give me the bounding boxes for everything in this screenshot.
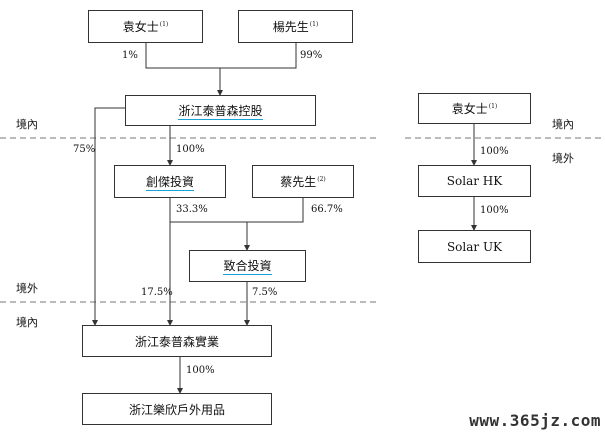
pct-yuan-to-solar-hk: 100% <box>480 146 509 157</box>
entity-holdings-name: 浙江泰普森控股 <box>178 103 263 120</box>
edge-yang-to-holdings <box>220 43 297 69</box>
edge-holdings-to-industry <box>92 107 125 326</box>
pct-zhihe-to-industry: 7.5% <box>252 287 278 298</box>
pct-industry-to-lexin: 100% <box>186 365 215 376</box>
entity-chuangjie-name: 創傑投資 <box>145 174 194 191</box>
pct-holdings-to-chuangjie: 100% <box>176 144 205 155</box>
entity-yuan-top-name: 袁女士(1) <box>122 20 169 34</box>
zone-label-domestic-left-bottom: 境內 <box>16 316 38 329</box>
entity-yang-name: 楊先生(1) <box>272 20 319 34</box>
entity-industry-name: 浙江泰普森實業 <box>134 334 219 349</box>
zone-label-foreign-right: 境外 <box>552 152 574 165</box>
entity-lexin-name: 浙江樂欣戶外用品 <box>128 402 225 417</box>
entity-solar-uk: Solar UK <box>418 230 531 263</box>
entity-zhejiang-taipu-industry: 浙江泰普森實業 <box>82 325 272 357</box>
edge-cai-to-zhihe <box>247 198 304 223</box>
entity-solar-hk-name: Solar HK <box>446 174 503 188</box>
entity-zhejiang-taipu-holdings: 浙江泰普森控股 <box>125 95 316 126</box>
watermark: www.365jz.com <box>469 411 601 430</box>
zone-label-domestic-left-top: 境內 <box>16 118 38 131</box>
entity-solar-uk-name: Solar UK <box>446 239 503 254</box>
entity-solar-hk: Solar HK <box>418 165 531 197</box>
edge-yuan-to-holdings <box>145 43 220 69</box>
entity-yuan-right-name: 袁女士(1) <box>451 102 498 116</box>
entity-yuan-right: 袁女士(1) <box>418 93 531 124</box>
entity-cai-name: 蔡先生(2) <box>280 175 326 189</box>
entity-zhejiang-lexin: 浙江樂欣戶外用品 <box>82 393 272 425</box>
entity-zhihe: 致合投資 <box>189 250 306 282</box>
pct-holdings-to-industry: 75% <box>73 144 96 155</box>
pct-yuan-to-holdings: 1% <box>122 50 138 61</box>
zone-label-domestic-right: 境內 <box>552 118 574 131</box>
entity-yuan-top: 袁女士(1) <box>88 10 203 43</box>
entity-chuangjie: 創傑投資 <box>114 165 226 198</box>
pct-cai-to-zhihe: 66.7% <box>311 204 343 215</box>
entity-cai: 蔡先生(2) <box>252 165 354 198</box>
pct-chuangjie-to-industry: 17.5% <box>141 287 173 298</box>
entity-yang: 楊先生(1) <box>238 10 353 43</box>
entity-zhihe-name: 致合投資 <box>223 259 272 275</box>
pct-solarhk-to-solaruk: 100% <box>480 205 509 216</box>
zone-label-foreign-left: 境外 <box>16 282 38 295</box>
pct-chuangjie-to-zhihe: 33.3% <box>176 204 208 215</box>
pct-yang-to-holdings: 99% <box>300 50 323 61</box>
